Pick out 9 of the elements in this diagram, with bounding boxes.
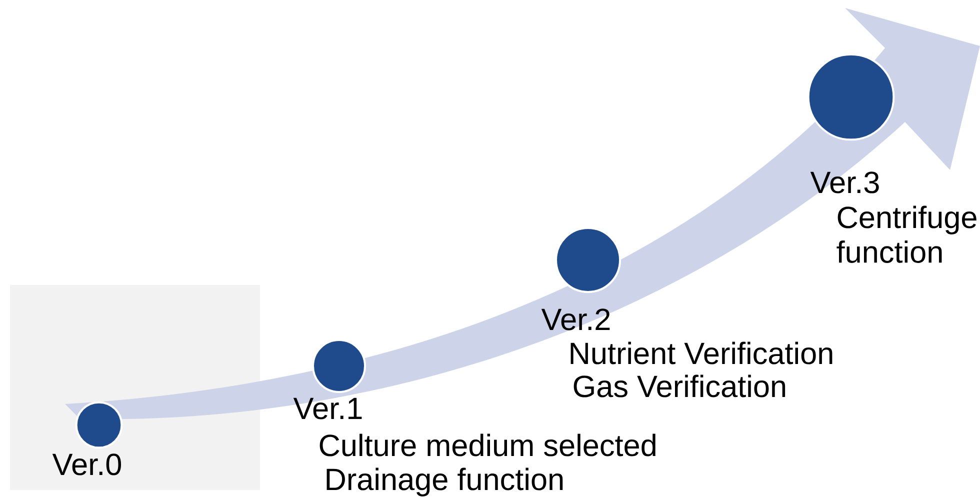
- version-label: Ver.3: [810, 172, 879, 194]
- feature-label: Culture medium selected: [320, 434, 656, 456]
- version-label: Ver.1: [293, 398, 362, 420]
- feature-label: Gas Verification: [574, 374, 786, 398]
- version-label: Ver.2: [541, 308, 610, 330]
- version-label: Ver.0: [52, 454, 122, 476]
- feature-label: Centrifuge function: [836, 206, 976, 263]
- feature-label: Drainage function: [326, 468, 563, 496]
- feature-label: Nutrient Verification: [570, 342, 832, 364]
